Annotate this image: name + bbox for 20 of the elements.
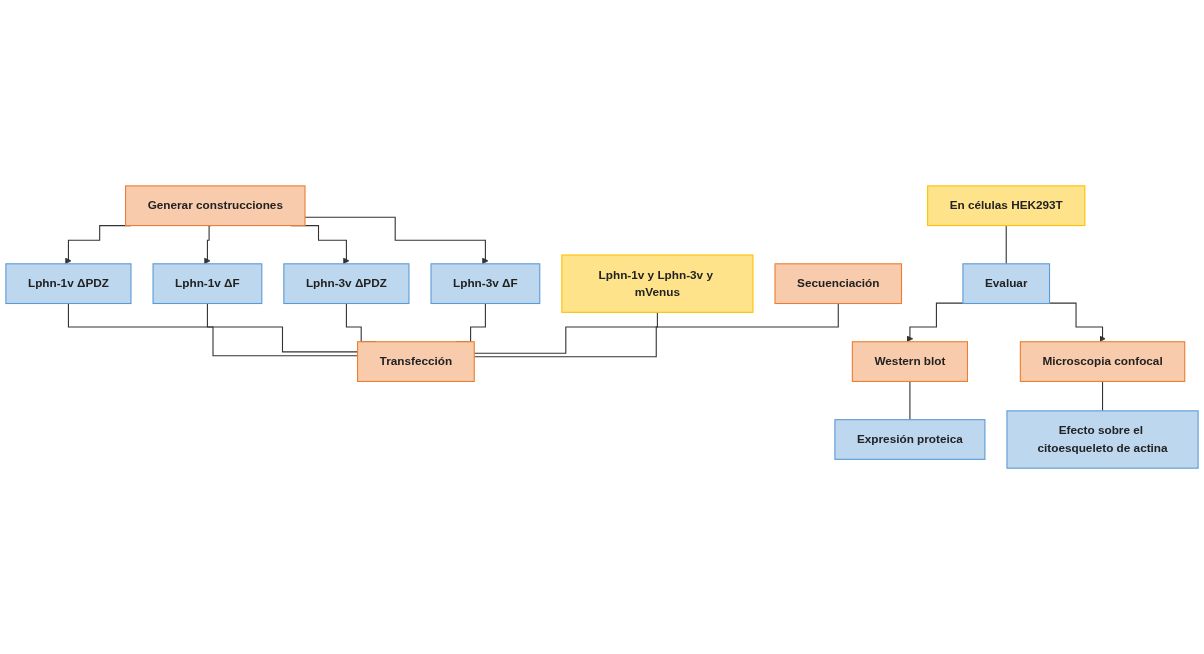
- arrow: [906, 302, 964, 342]
- node-box: Evaluar: [962, 263, 1051, 305]
- node-box: Expresión proteica: [834, 419, 986, 460]
- node-box: Lphn-3v ΔF: [430, 263, 541, 305]
- node-box: Western blot: [851, 341, 969, 382]
- connector: [1005, 225, 1007, 265]
- arrow: [1049, 302, 1106, 342]
- node-box: Transfección: [357, 341, 475, 382]
- node-box: Microscopia confocal: [1019, 341, 1186, 382]
- node-box: Secuenciación: [774, 263, 903, 305]
- connector: [909, 380, 911, 421]
- node-box: En células HEK293T: [927, 185, 1086, 227]
- node-box: Lphn-1v y Lphn-3v y mVenus: [561, 254, 754, 313]
- node-box: Generar construcciones: [125, 185, 306, 227]
- node-box: Efecto sobre el citoesqueleto de actina: [1006, 410, 1199, 469]
- node-box: Lphn-3v ΔPDZ: [283, 263, 410, 305]
- node-box: Lphn-1v ΔF: [152, 263, 263, 305]
- arrow: [204, 225, 212, 265]
- node-box: Lphn-1v ΔPDZ: [5, 263, 132, 305]
- connector: [1102, 380, 1104, 412]
